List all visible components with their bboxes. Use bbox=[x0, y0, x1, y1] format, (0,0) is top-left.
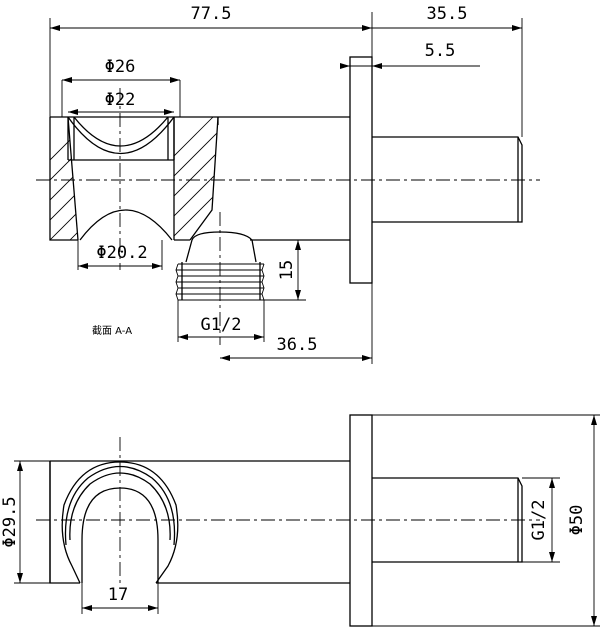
dim-thread-height: 15 bbox=[252, 239, 306, 301]
dim-side-diameter: Φ29.5 bbox=[0, 460, 50, 584]
dim-flange-diameter-label: Φ50 bbox=[567, 505, 587, 536]
section-hatch-right bbox=[174, 117, 218, 240]
dim-thread-size-label: G1/2 bbox=[201, 315, 242, 335]
section-caption: 截面 A-A bbox=[92, 324, 132, 337]
dim-inlet-offset-label: 36.5 bbox=[277, 335, 318, 355]
dim-side-diameter-label: Φ29.5 bbox=[0, 496, 20, 547]
dim-bore-outer-label: Φ26 bbox=[105, 57, 136, 77]
side-outlet bbox=[372, 477, 523, 563]
dim-slot-width: 17 bbox=[81, 583, 159, 614]
dim-outlet-thread-label: G1/2 bbox=[529, 500, 549, 541]
side-view: Φ29.5 17 G1/2 Φ50 bbox=[0, 414, 600, 627]
flange-section bbox=[349, 56, 373, 284]
inlet-fitting bbox=[185, 231, 257, 263]
dim-flange-diameter: Φ50 bbox=[372, 414, 600, 627]
dim-overall-length: 77.5 bbox=[49, 4, 373, 117]
dim-inlet-offset: 36.5 bbox=[220, 283, 373, 364]
dim-bore-bottom-label: Φ20.2 bbox=[96, 243, 147, 263]
dim-thread-height-label: 15 bbox=[277, 260, 297, 280]
flange-side bbox=[349, 414, 373, 627]
dim-bore-inner-label: Φ22 bbox=[105, 90, 136, 110]
section-view-a-a: 77.5 35.5 5.5 Φ26 bbox=[36, 4, 540, 364]
dim-flange-thickness: 5.5 bbox=[340, 41, 480, 69]
inlet-thread bbox=[175, 262, 265, 301]
dim-flange-thickness-label: 5.5 bbox=[425, 41, 456, 61]
dim-outlet-length-label: 35.5 bbox=[427, 4, 468, 24]
outlet-pipe bbox=[372, 136, 523, 223]
dim-bore-bottom: Φ20.2 bbox=[77, 240, 163, 270]
dim-outlet-length: 35.5 bbox=[372, 4, 523, 137]
dim-bore-outer: Φ26 bbox=[61, 57, 181, 117]
dim-bore-inner: Φ22 bbox=[68, 90, 174, 115]
body-outline bbox=[49, 116, 350, 241]
dim-overall-length-label: 77.5 bbox=[191, 4, 232, 24]
dim-outlet-thread: G1/2 bbox=[522, 477, 560, 563]
dim-slot-width-label: 17 bbox=[108, 585, 128, 605]
dim-thread-size: G1/2 bbox=[177, 300, 265, 342]
side-body-outline bbox=[49, 460, 350, 584]
